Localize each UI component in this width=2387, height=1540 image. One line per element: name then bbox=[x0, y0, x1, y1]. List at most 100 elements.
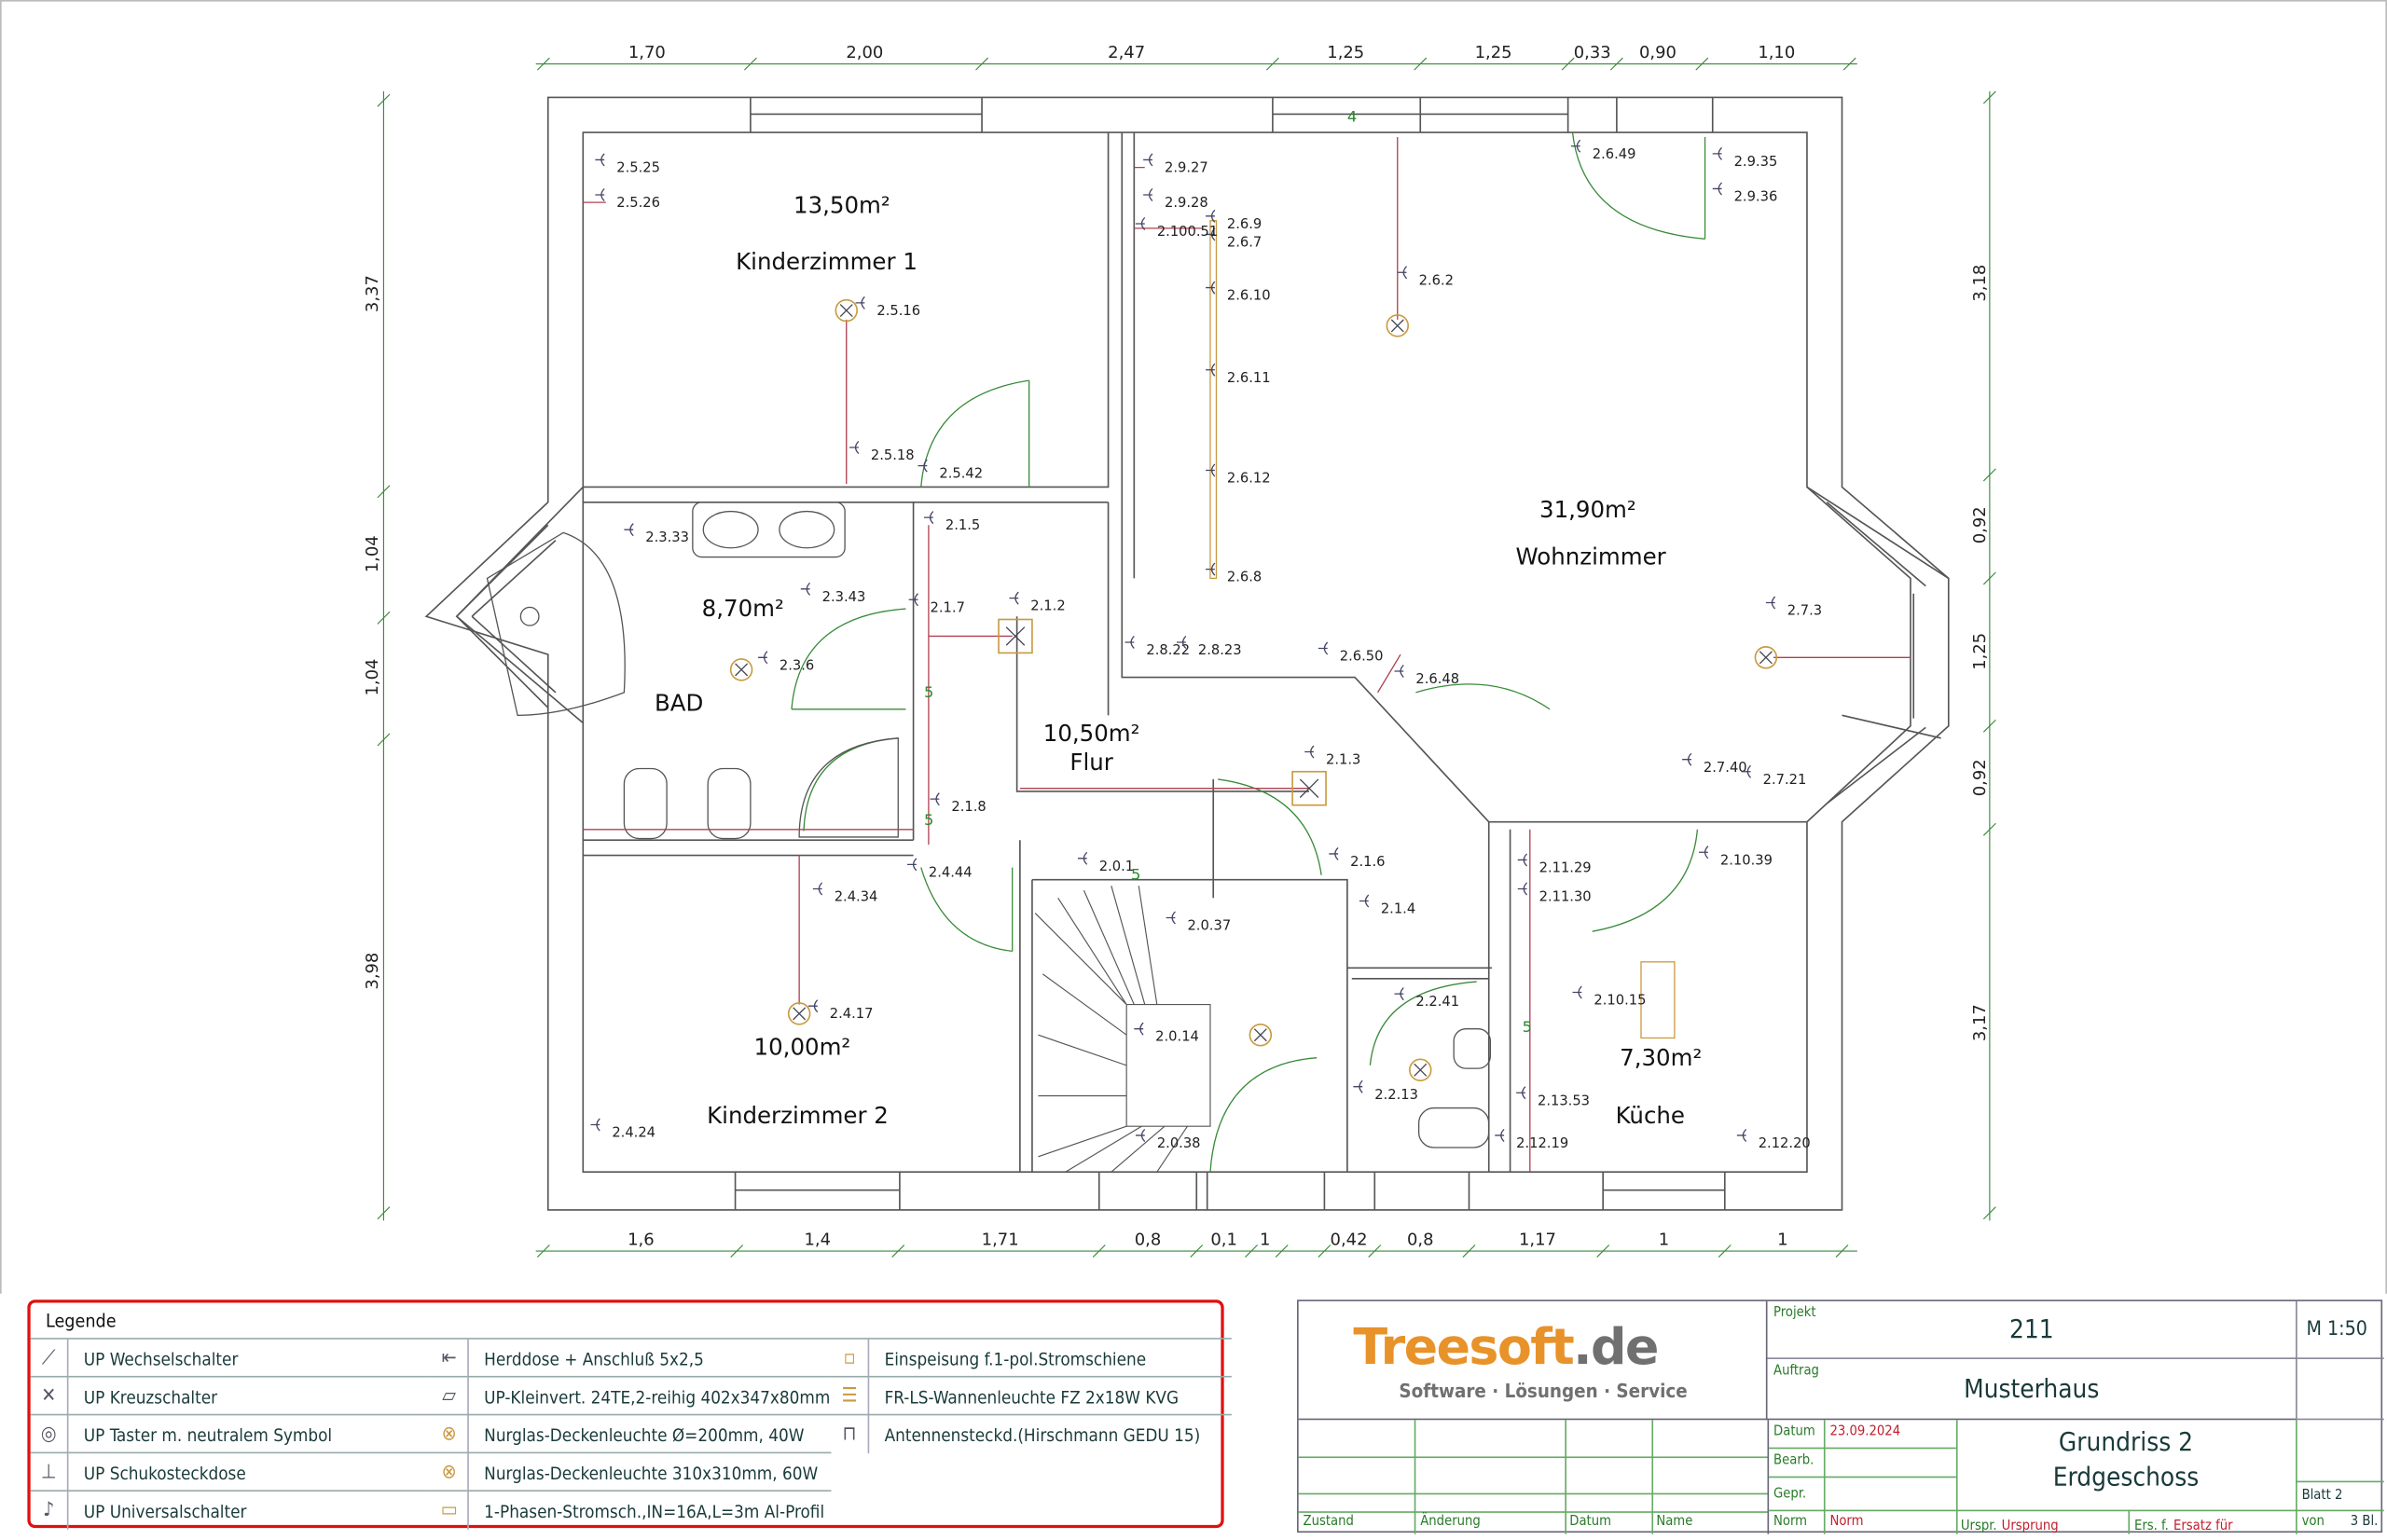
room-area: 7,30m² bbox=[1620, 1044, 1702, 1071]
circuit-label: 2.3.33 bbox=[645, 529, 689, 545]
sheet-border bbox=[0, 0, 2387, 1294]
dim-label: 1 bbox=[1260, 1231, 1270, 1250]
device-symbol-icon bbox=[1206, 281, 1216, 295]
logo-main: Treesoft bbox=[1353, 1316, 1574, 1376]
device-symbol-icon bbox=[807, 999, 819, 1013]
dim-label: 0,33 bbox=[1574, 43, 1611, 62]
scale-cell: M 1:50 bbox=[2296, 1300, 2384, 1359]
stromschiene bbox=[1209, 220, 1218, 580]
device-symbol-icon bbox=[908, 593, 918, 607]
dimension-left: 3,37 1,04 1,04 3,98 bbox=[363, 275, 382, 989]
einspeisung-icon: ▫ bbox=[831, 1339, 870, 1378]
device-symbol-icon bbox=[1143, 187, 1153, 201]
room-name: Kinderzimmer 2 bbox=[707, 1102, 889, 1129]
circuit-label: 2.6.48 bbox=[1415, 671, 1459, 687]
circuit-label: 2.0.38 bbox=[1157, 1135, 1201, 1151]
dimension-bottom: 1,6 1,4 1,71 0,8 0,1 1 0,42 0,8 1,17 1 1 bbox=[628, 1231, 1787, 1250]
circuit-label: 2.4.34 bbox=[835, 889, 878, 905]
kreuzschalter-icon: ✕ bbox=[31, 1377, 69, 1416]
deckenleuchte-icon bbox=[1386, 314, 1410, 337]
device-symbol-icon bbox=[595, 153, 605, 167]
circuit-label: 2.7.21 bbox=[1763, 772, 1807, 788]
legend-label: UP Kreuzschalter bbox=[83, 1385, 218, 1408]
dim-label: 2,47 bbox=[1108, 43, 1145, 62]
legend-title: Legende bbox=[45, 1310, 117, 1332]
dim-label: 1,25 bbox=[1970, 633, 1990, 670]
dimension-lines bbox=[377, 57, 1996, 1258]
circuit-label: 2.11.30 bbox=[1539, 889, 1592, 905]
legend-item: ▱UP-Kleinvert. 24TE,2-reihig 402x347x80m… bbox=[431, 1375, 832, 1416]
device-symbol-icon bbox=[758, 651, 768, 665]
circuit-label: 2.9.36 bbox=[1734, 189, 1778, 205]
device-symbol-icon bbox=[1134, 1022, 1144, 1036]
dim-label: 3,98 bbox=[363, 953, 382, 990]
device-symbol-icon bbox=[1495, 1128, 1505, 1142]
circuit-label: 2.7.40 bbox=[1704, 760, 1747, 776]
circuit-label: 2.6.8 bbox=[1227, 570, 1262, 585]
drawing-title-line1: Grundriss 2 bbox=[2058, 1427, 2194, 1459]
device-symbol-icon bbox=[930, 792, 940, 806]
device-symbol-icon bbox=[1318, 641, 1329, 655]
circuit-label: 2.9.28 bbox=[1165, 195, 1208, 211]
circuit-label: 2.5.42 bbox=[939, 466, 983, 482]
walls bbox=[424, 96, 1950, 1211]
device-symbol-icon bbox=[812, 882, 823, 896]
col-datum: Datum bbox=[1569, 1514, 1612, 1530]
device-symbol-icon bbox=[1736, 1128, 1747, 1142]
circuit-label: 2.5.16 bbox=[876, 303, 920, 319]
device-symbol-icon bbox=[1394, 987, 1404, 1001]
projekt-label: Projekt bbox=[1773, 1305, 1816, 1322]
floor-plan: 1,70 2,00 2,47 1,25 1,25 0,33 0,90 1,10 … bbox=[0, 0, 2387, 1294]
legend-label: Einspeisung f.1-pol.Stromschiene bbox=[884, 1347, 1147, 1369]
legend-item: ▭1-Phasen-Stromsch.,IN=16A,L=3m Al-Profi… bbox=[431, 1490, 832, 1530]
circuit-label: 2.4.17 bbox=[830, 1006, 874, 1022]
circuit-label: 2.0.37 bbox=[1187, 918, 1231, 934]
urspr-value: Ursprung bbox=[2001, 1519, 2059, 1534]
legend-item: ⊗Nurglas-Deckenleuchte Ø=200mm, 40W bbox=[431, 1413, 832, 1454]
deckenleuchte-icon bbox=[835, 298, 858, 323]
legend-label: Nurglas-Deckenleuchte 310x310mm, 60W bbox=[484, 1462, 819, 1484]
device-symbol-icon bbox=[849, 441, 860, 454]
circuit-label: 2.9.27 bbox=[1165, 159, 1208, 175]
deckenleuchte-large-icon: ⊗ bbox=[431, 1453, 469, 1492]
device-symbol-icon bbox=[1516, 1086, 1526, 1100]
device-symbol-icon bbox=[1143, 153, 1153, 167]
norm-value: Norm bbox=[1829, 1514, 1864, 1530]
projekt-cell: Projekt 211 bbox=[1767, 1301, 2297, 1359]
device-symbol-icon bbox=[1009, 591, 1019, 605]
legend-label: UP Schukosteckdose bbox=[83, 1462, 246, 1484]
circuit-label: 2.6.49 bbox=[1593, 146, 1636, 162]
legend-label: UP Universalschalter bbox=[83, 1499, 247, 1521]
circuit-label: 2.2.41 bbox=[1415, 994, 1459, 1010]
title-block: Treesoft.de Software · Lösungen · Servic… bbox=[1297, 1299, 2384, 1534]
circuit-label: 2.1.2 bbox=[1030, 598, 1065, 614]
device-symbol-icon bbox=[1177, 635, 1187, 649]
circuit-label: 2.12.19 bbox=[1516, 1135, 1568, 1151]
dim-label: 0,42 bbox=[1331, 1231, 1368, 1250]
phase-marks: 4 5 5 5 5 bbox=[924, 108, 1532, 1036]
circuit-label: 2.1.4 bbox=[1381, 901, 1415, 917]
dim-label: 1,71 bbox=[982, 1231, 1019, 1250]
circuit-label: 2.2.13 bbox=[1374, 1087, 1418, 1103]
logo-tagline: Software · Lösungen · Service bbox=[1399, 1379, 1688, 1402]
circuit-label: 2.12.20 bbox=[1759, 1135, 1811, 1151]
logo-area: Treesoft.de Software · Lösungen · Servic… bbox=[1298, 1300, 1768, 1421]
dim-label: 1,04 bbox=[363, 535, 382, 572]
circuit-label: 2.6.7 bbox=[1227, 234, 1262, 250]
wiring bbox=[583, 136, 1911, 1173]
device-symbol-icon bbox=[1517, 882, 1528, 896]
device-symbol-icon bbox=[1517, 853, 1528, 867]
phase-mark: 5 bbox=[924, 683, 933, 701]
kleinverteiler-icon: ▱ bbox=[431, 1377, 469, 1416]
device-symbol-icon bbox=[1572, 985, 1582, 999]
room-name: Kinderzimmer 1 bbox=[736, 248, 918, 275]
circuit-label: 2.7.3 bbox=[1787, 603, 1822, 619]
legend-item: ▫ Einspeisung f.1-pol.Stromschiene bbox=[831, 1338, 1232, 1378]
col-zustand: Zustand bbox=[1303, 1514, 1354, 1530]
circuit-label: 2.6.10 bbox=[1227, 288, 1271, 304]
dim-label: 1 bbox=[1659, 1231, 1669, 1250]
datum-value: 23.09.2024 bbox=[1829, 1424, 1901, 1440]
dim-label: 1,25 bbox=[1475, 43, 1512, 62]
circuit-label: 2.3.6 bbox=[780, 657, 814, 673]
